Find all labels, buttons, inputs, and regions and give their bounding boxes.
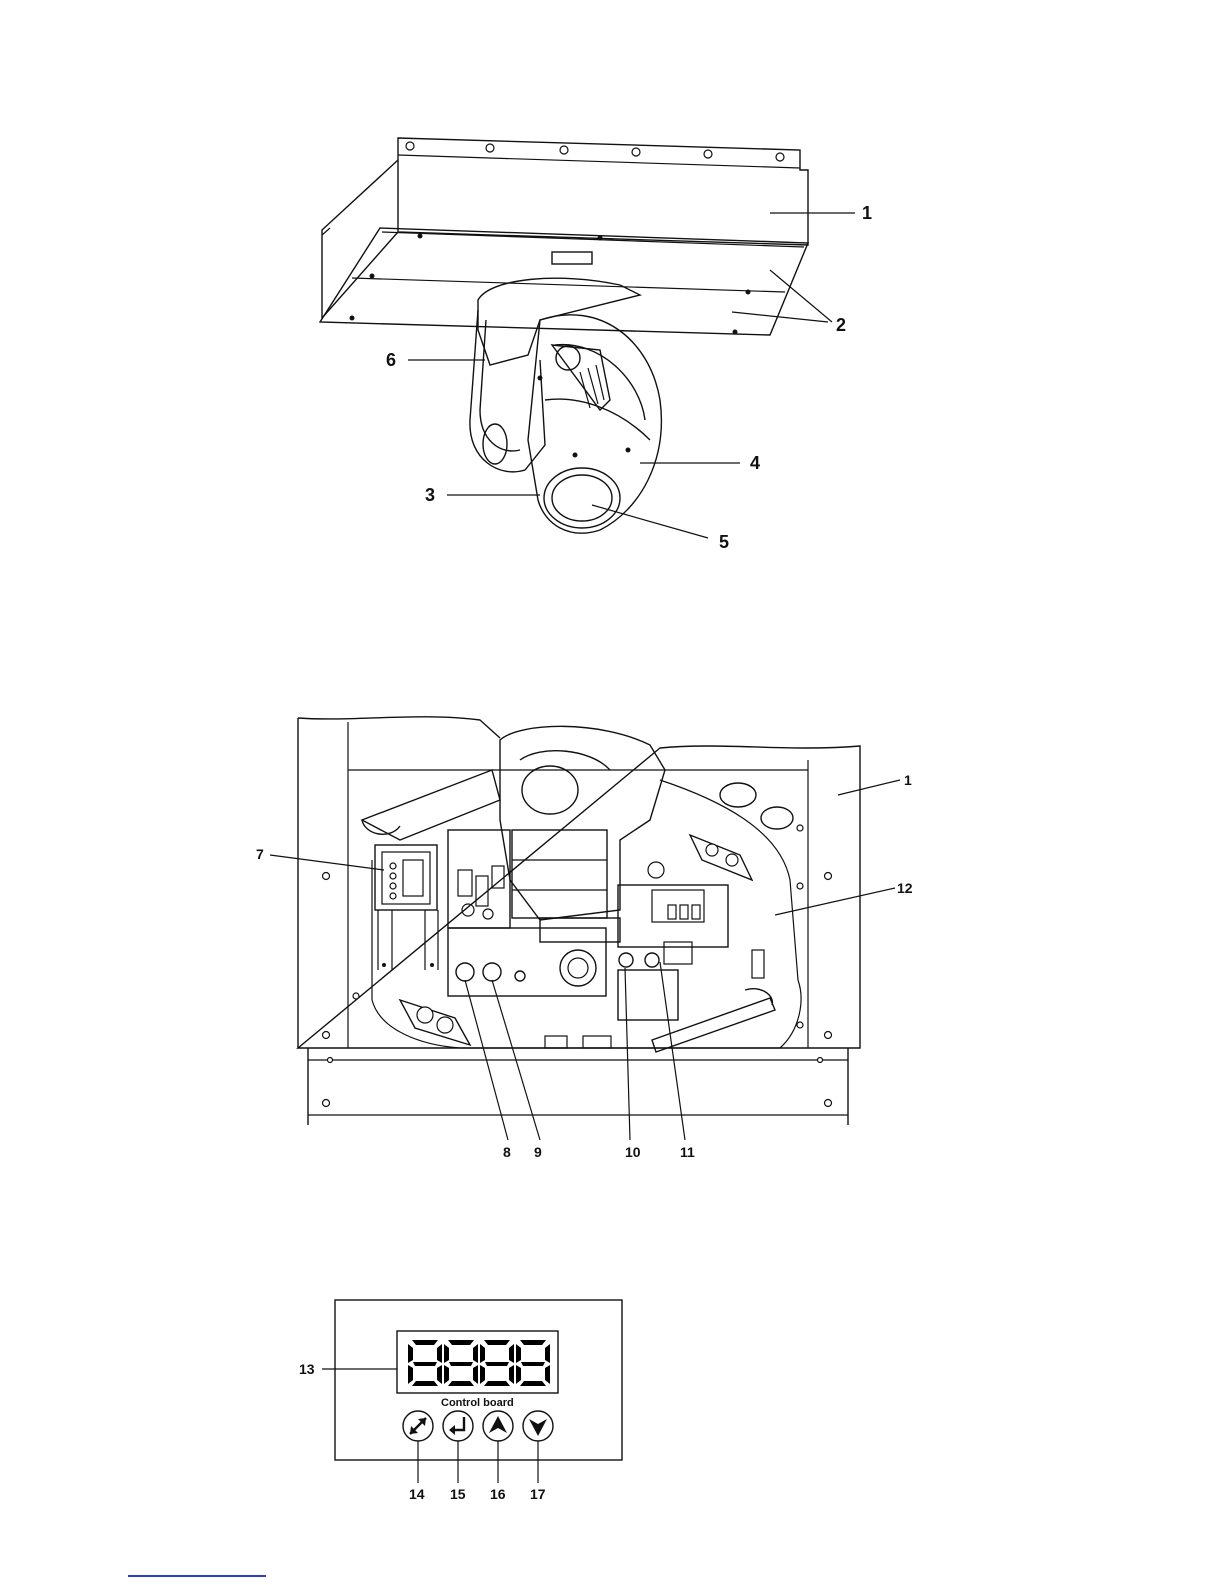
double-arrow-icon: [410, 1418, 426, 1434]
mode-button[interactable]: [403, 1411, 433, 1441]
control-panel-unit: [375, 845, 437, 910]
label-9: 9: [534, 1144, 542, 1160]
label-7: 7: [256, 846, 264, 862]
label-10: 10: [625, 1144, 641, 1160]
label-11: 11: [680, 1144, 695, 1160]
figure-fixture-overview: 1 2 3 4 5 6: [320, 138, 872, 552]
up-arrow-icon: [489, 1416, 507, 1433]
down-arrow-icon: [529, 1419, 547, 1436]
label-5: 5: [719, 532, 729, 552]
enter-button[interactable]: [443, 1411, 473, 1441]
label-13: 13: [299, 1361, 315, 1377]
label-3: 3: [425, 485, 435, 505]
label-14: 14: [409, 1486, 425, 1502]
label-4: 4: [750, 453, 760, 473]
figure-internal-view: 1 7 12 8 9 10 11: [256, 717, 913, 1160]
label-8: 8: [503, 1144, 511, 1160]
down-button[interactable]: [523, 1411, 553, 1441]
label-1-top: 1: [862, 203, 872, 223]
label-1-internal: 1: [904, 772, 912, 788]
enter-icon: [449, 1417, 464, 1435]
label-16: 16: [490, 1486, 506, 1502]
control-board-panel: [335, 1300, 622, 1460]
label-15: 15: [450, 1486, 466, 1502]
label-12: 12: [897, 880, 913, 896]
display-digits: [408, 1340, 550, 1386]
mounting-holes-top: [406, 142, 784, 161]
control-board-text: Control board: [441, 1397, 514, 1409]
figure-control-board: Control board: [299, 1300, 622, 1502]
label-6: 6: [386, 350, 396, 370]
frame-screws: [323, 825, 832, 1107]
up-button[interactable]: [483, 1411, 513, 1441]
footer-link-underline[interactable]: [128, 1575, 266, 1577]
label-2: 2: [836, 315, 846, 335]
label-17: 17: [530, 1486, 546, 1502]
